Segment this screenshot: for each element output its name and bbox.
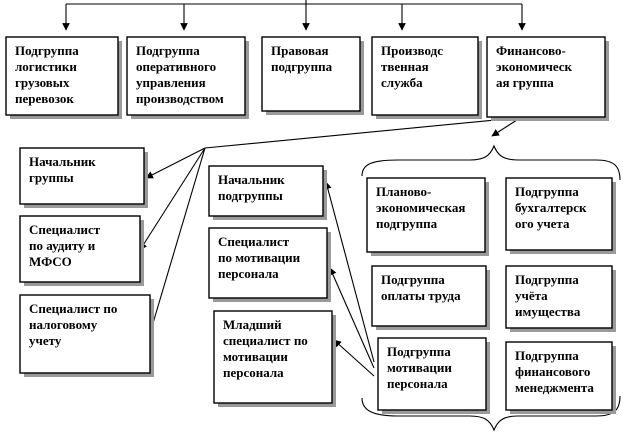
box-text-line: ого учета <box>515 216 570 231</box>
box-text-line: подгруппа <box>376 216 438 231</box>
box-frame <box>371 36 479 116</box>
box-text-line: Подгруппа <box>515 348 579 363</box>
box-frame <box>19 147 145 205</box>
box-frame <box>505 341 613 411</box>
box-text-line: персонала <box>223 365 284 380</box>
box-text-line: менеджмента <box>515 380 594 395</box>
box-text-line: ая группа <box>496 75 554 90</box>
boxes-layer: ПодгруппалогистикигрузовыхперевозокПодгр… <box>5 36 616 414</box>
finance-connectors <box>139 117 521 341</box>
box-text-line: экономическая <box>376 200 465 215</box>
box-text-line: мотивации <box>387 360 452 375</box>
box-text-line: мотивации <box>223 349 288 364</box>
box-text-line: подгруппа <box>271 59 333 74</box>
motivation-connectors <box>324 181 375 377</box>
box-text-line: финансового <box>515 364 590 379</box>
box-text-line: Финансово- <box>496 43 566 58</box>
box-text-line: МФСО <box>29 254 72 269</box>
box-text-line: Планово- <box>376 184 431 199</box>
box-text-line: Младший <box>223 317 282 332</box>
box-frame <box>371 265 487 327</box>
box-text-line: персонала <box>218 266 279 281</box>
box-text-line: экономическ <box>496 59 573 74</box>
box-text-line: Подгруппа <box>515 184 579 199</box>
box-text-line: персонала <box>387 376 448 391</box>
box-text-line: Подгруппа <box>136 43 200 58</box>
box-text-line: производством <box>136 91 224 106</box>
box-text-line: Производс <box>381 43 443 58</box>
box-text-line: налоговому <box>29 317 98 332</box>
box-text-line: Подгруппа <box>381 272 445 287</box>
box-frame <box>208 165 324 217</box>
top-connectors <box>62 0 526 31</box>
box-text-line: Подгруппа <box>515 272 579 287</box>
box-frame <box>19 215 141 283</box>
box-frame <box>126 36 246 116</box>
top-group-box: Финансово-экономическая группа <box>486 36 609 121</box>
box-frame <box>19 294 151 374</box>
box-text-line: по аудиту и <box>29 238 96 253</box>
box-text-line: служба <box>381 75 423 90</box>
box-text-line: управления <box>136 75 206 90</box>
box-text-line: Подгруппа <box>387 344 451 359</box>
box-text-line: оплаты труда <box>381 288 461 303</box>
box-text-line: по мотивации <box>218 250 301 265</box>
box-frame <box>213 310 333 404</box>
box-text-line: Подгруппа <box>15 43 79 58</box>
box-text-line: учету <box>29 333 62 348</box>
box-text-line: Начальник <box>29 154 96 169</box>
box-text-line: оперативного <box>136 59 216 74</box>
box-frame <box>505 265 613 329</box>
box-text-line: бухгалтерск <box>515 200 587 215</box>
box-text-line: подгруппы <box>218 188 283 203</box>
box-text-line: Специалист по <box>29 301 117 316</box>
box-text-line: Специалист <box>218 234 290 249</box>
box-frame <box>208 227 328 299</box>
box-text-line: Правовая <box>271 43 329 58</box>
box-text-line: имущества <box>515 304 581 319</box>
box-text-line: группы <box>29 170 74 185</box>
box-frame <box>261 36 361 112</box>
box-text-line: твенная <box>381 59 429 74</box>
box-text-line: перевозок <box>15 91 74 106</box>
subgroup-braces <box>361 144 621 432</box>
box-text-line: Специалист <box>29 222 101 237</box>
box-text-line: учёта <box>515 288 548 303</box>
box-frame <box>505 177 613 251</box>
box-text-line: специалист по <box>223 333 308 348</box>
box-text-line: грузовых <box>15 75 70 90</box>
box-frame <box>377 337 487 411</box>
top-group-box: Подгруппаоперативногоуправленияпроизводс… <box>126 36 249 119</box>
box-frame <box>5 36 119 116</box>
box-frame <box>366 177 486 253</box>
box-text-line: Начальник <box>218 172 285 187</box>
box-text-line: логистики <box>15 59 77 74</box>
box-frame <box>486 36 606 118</box>
